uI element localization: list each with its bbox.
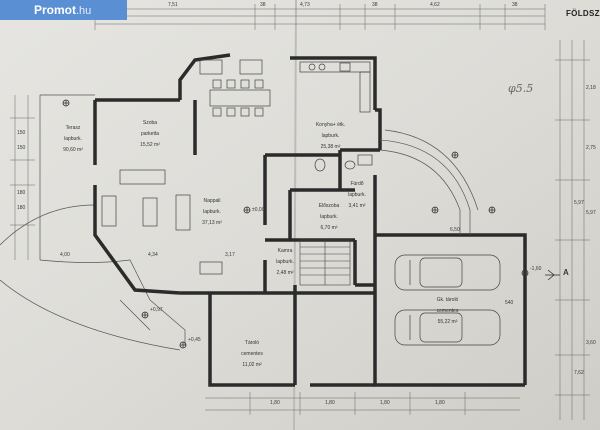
- room-area: 37,13 m²: [202, 219, 222, 226]
- brand-logo[interactable]: Promot.hu: [0, 0, 127, 20]
- level-label: +0,97: [150, 307, 163, 313]
- room-label-terasz: Terasz lapburk. 90,60 m²: [48, 120, 98, 159]
- dim-mid: 4,00: [60, 252, 70, 258]
- dim-top: 4,73: [300, 2, 310, 8]
- room-area: 3,41 m²: [348, 202, 366, 209]
- room-name: Nappali: [203, 197, 221, 204]
- dim-right: 2,75: [586, 145, 596, 151]
- dim-mid: 3,17: [225, 252, 235, 258]
- room-area: 15,52 m²: [140, 141, 160, 148]
- section-marker: [545, 269, 560, 281]
- room-floor: lapburk.: [320, 213, 338, 220]
- room-name: Fürdő: [350, 180, 364, 187]
- dim-top: 38: [260, 2, 266, 8]
- dim-left: 150: [17, 130, 26, 136]
- room-floor: lapburk.: [203, 208, 221, 215]
- level-markers: [62, 99, 529, 349]
- dim-left: 150: [17, 145, 26, 151]
- brand-name: Promot: [34, 3, 76, 17]
- top-dimension-lines: [94, 4, 546, 30]
- room-label-konyha: Konyha+ étk. lapburk. 25,38 m²: [308, 117, 353, 156]
- entrance-steps: [379, 129, 479, 235]
- room-label-tarolo: Tároló cementes 11,02 m²: [232, 335, 272, 374]
- walls: [93, 53, 527, 387]
- room-name: Előszoba: [318, 202, 340, 209]
- dim-left: 180: [17, 190, 26, 196]
- kitchen-counter: [299, 61, 371, 113]
- brand-tld: .hu: [76, 5, 92, 17]
- room-name: Konyha+ étk.: [315, 121, 346, 128]
- dim-bottom: 1,80: [380, 400, 390, 406]
- dim-top: 38: [372, 2, 378, 8]
- room-name: Terasz: [65, 124, 81, 131]
- room-label-eloszoba: Előszoba lapburk. 6,70 m²: [310, 198, 348, 237]
- room-label-nappali: Nappali lapburk. 37,13 m²: [192, 193, 232, 232]
- room-floor: parketta: [140, 130, 160, 137]
- dim-mid: 6,50: [450, 227, 460, 233]
- living-furniture: [101, 169, 223, 275]
- dim-right: 5,97: [574, 200, 584, 206]
- dim-bottom: 1,80: [325, 400, 335, 406]
- room-name: Gk. tároló: [436, 296, 459, 303]
- handwritten-note: φ5.5: [508, 82, 534, 95]
- dim-mid: 540: [505, 300, 514, 306]
- level-label: -1,60: [530, 266, 542, 272]
- room-name: Szoba: [142, 119, 158, 126]
- dim-bottom: 1,80: [270, 400, 280, 406]
- dim-mid: 4,34: [148, 252, 158, 258]
- room-area: 55,22 m²: [437, 318, 458, 325]
- garage-cars: [394, 254, 501, 346]
- room-area: 2,48 m²: [276, 269, 294, 276]
- dim-bottom: 1,80: [435, 400, 445, 406]
- room-name: Tároló: [244, 339, 260, 346]
- bathroom-fixtures: [314, 154, 373, 172]
- dining-table: [199, 59, 271, 117]
- dim-right: 2,18: [586, 85, 596, 91]
- dim-top: 7,51: [168, 2, 178, 8]
- room-area: 90,60 m²: [63, 146, 83, 153]
- dim-right: 5,97: [586, 210, 596, 216]
- sheet-title: FÖLDSZINT: [566, 9, 600, 18]
- staircase: [299, 239, 351, 286]
- bottom-dimension-lines: [205, 392, 520, 415]
- level-label: ±0,00: [252, 207, 265, 213]
- terrace-outline: [0, 94, 186, 351]
- left-dimension-lines: [10, 95, 35, 260]
- dim-top: 4,62: [430, 2, 440, 8]
- dim-right: 7,62: [574, 370, 584, 376]
- room-floor: lapburk.: [321, 132, 340, 139]
- dim-right: 3,60: [586, 340, 596, 346]
- room-floor: lapburk.: [64, 135, 82, 142]
- room-floor: lapburk.: [348, 191, 366, 198]
- room-area: 11,02 m²: [242, 361, 262, 368]
- room-area: 6,70 m²: [320, 224, 338, 231]
- room-label-furdo: Fürdő lapburk. 3,41 m²: [340, 176, 374, 215]
- room-label-szoba: Szoba parketta 15,52 m²: [130, 115, 170, 154]
- dim-left: 180: [17, 205, 26, 211]
- section-marker-label: A: [563, 268, 569, 277]
- dim-top: 38: [512, 2, 518, 8]
- room-label-garazs: Gk. tároló cementes 55,22 m²: [425, 292, 470, 331]
- room-floor: lapburk.: [276, 258, 294, 265]
- room-floor: cementes: [436, 307, 459, 314]
- level-label: +0,45: [188, 337, 201, 343]
- room-name: Kamra: [277, 247, 293, 254]
- room-label-kamra: Kamra lapburk. 2,48 m²: [270, 243, 300, 282]
- right-dimension-lines: [555, 40, 590, 420]
- room-area: 25,38 m²: [320, 143, 341, 150]
- room-floor: cementes: [241, 350, 263, 357]
